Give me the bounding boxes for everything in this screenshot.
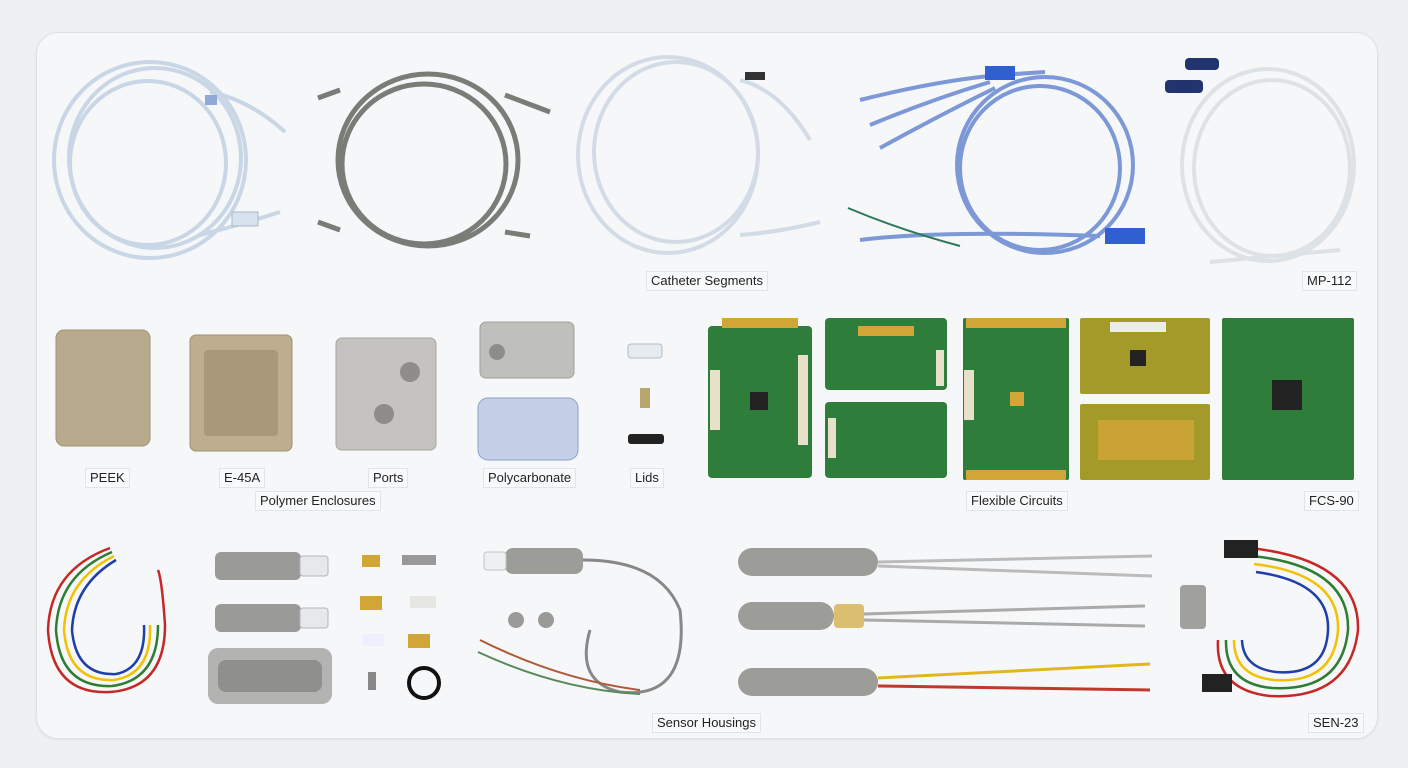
label-sen-23: SEN-23 xyxy=(1308,713,1364,733)
clear-tubing-coil-3 xyxy=(1180,67,1356,264)
label-polymer-enclosures: Polymer Enclosures xyxy=(255,491,381,511)
label-lids: Lids xyxy=(630,468,664,488)
peek-enclosure xyxy=(55,329,151,447)
label-fcs-90: FCS-90 xyxy=(1304,491,1359,511)
steel-adapter xyxy=(1180,585,1206,629)
ports-hole-1 xyxy=(400,362,420,382)
braided-cable-coil xyxy=(317,71,551,249)
green-wire-lead xyxy=(847,207,961,247)
pcb-board-6 xyxy=(1222,318,1354,480)
blue-tubing-hub-bottom xyxy=(1105,228,1145,244)
colored-wire-bundle-2 xyxy=(1216,546,1360,698)
e45a-enclosure-cavity xyxy=(204,350,278,436)
pcb-board-2 xyxy=(825,318,947,478)
label-e-45a: E-45A xyxy=(219,468,266,488)
navy-connector-1 xyxy=(1185,58,1219,70)
blue-tubing-coil xyxy=(859,70,1135,255)
steel-cylinder-2 xyxy=(215,604,329,632)
colored-wire-bundle-1 xyxy=(46,546,167,694)
lid-brass-part xyxy=(640,388,650,408)
black-connector-top xyxy=(1224,540,1258,558)
label-mp-112: MP-112 xyxy=(1302,271,1357,291)
clear-tubing-connector-1 xyxy=(205,95,217,105)
cable-sensor-housing xyxy=(477,548,683,695)
label-catheter-segments: Catheter Segments xyxy=(646,271,769,291)
label-peek: PEEK xyxy=(85,468,130,488)
ports-enclosure xyxy=(335,337,437,451)
label-flexible-circuits: Flexible Circuits xyxy=(966,491,1068,511)
long-steel-probes xyxy=(738,548,1153,696)
blue-polycarbonate-lid xyxy=(477,397,579,461)
lid-clear-part xyxy=(627,343,663,359)
pcb-board-4 xyxy=(1080,318,1210,394)
brass-fittings xyxy=(360,555,436,690)
ports-hole-2 xyxy=(374,404,394,424)
pcb-board-3 xyxy=(963,318,1069,480)
label-polycarbonate: Polycarbonate xyxy=(483,468,577,488)
pcb-board-1 xyxy=(708,318,812,478)
clear-tubing-connector-2 xyxy=(231,211,259,227)
gray-polycarbonate-block xyxy=(479,321,575,379)
label-sensor-housings: Sensor Housings xyxy=(652,713,761,733)
clear-tubing-coil-1 xyxy=(52,60,287,260)
black-tubing-marker xyxy=(745,72,765,80)
label-ports: Ports xyxy=(368,468,409,488)
blue-tubing-hub-top xyxy=(985,66,1015,80)
gray-block-hole xyxy=(489,344,505,360)
steel-cylinder-1 xyxy=(215,552,329,580)
black-o-ring xyxy=(407,666,441,700)
pcb-board-5 xyxy=(1080,404,1210,480)
lid-black-part xyxy=(628,434,664,444)
steel-mount-cylinder xyxy=(208,648,332,704)
navy-connector-2 xyxy=(1165,80,1203,93)
clear-tubing-coil-2 xyxy=(576,55,821,255)
black-connector-bottom xyxy=(1202,674,1232,692)
